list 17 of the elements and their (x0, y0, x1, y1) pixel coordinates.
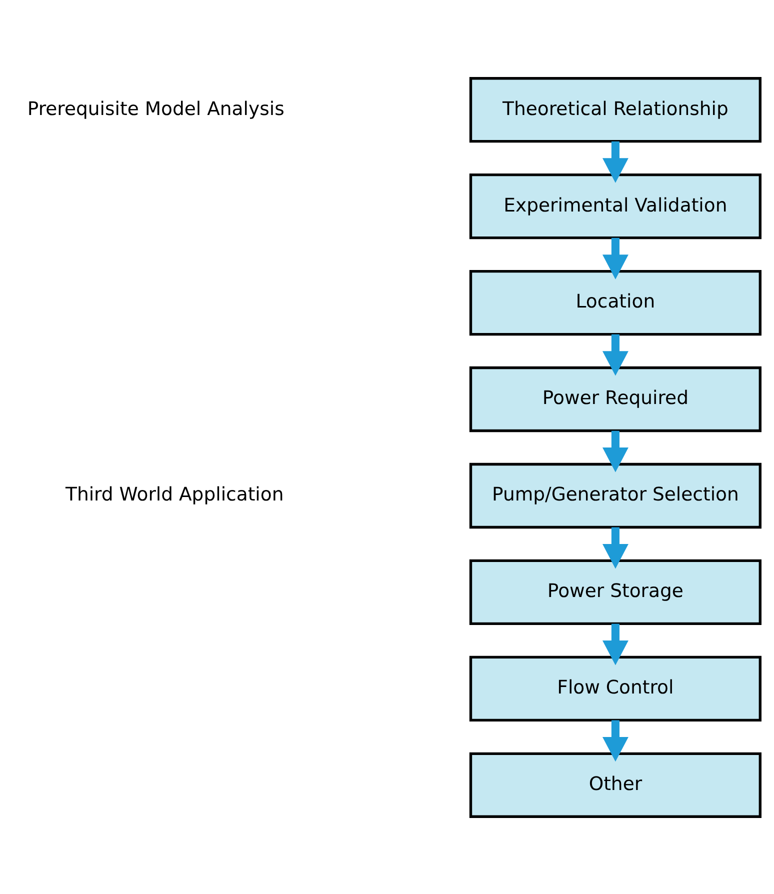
node-box: Power Required (469, 366, 762, 432)
node-box: Power Storage (469, 558, 762, 625)
node-box: Other (469, 752, 762, 818)
arrow (602, 140, 628, 182)
node-box: Flow Control (469, 655, 762, 721)
node-box: Pump/Generator Selection (469, 462, 762, 528)
node-box: Theoretical Relationship (469, 76, 762, 142)
arrow (602, 237, 628, 279)
arrow (602, 430, 628, 472)
label: Prerequisite Model Analysis (27, 98, 284, 120)
label: Third World Application (66, 484, 284, 506)
arrow (602, 720, 628, 762)
node-box: Experimental Validation (469, 173, 762, 239)
arrow (602, 334, 628, 376)
arrow (602, 623, 628, 665)
arrow (602, 526, 628, 568)
node-box: Location (469, 269, 762, 336)
